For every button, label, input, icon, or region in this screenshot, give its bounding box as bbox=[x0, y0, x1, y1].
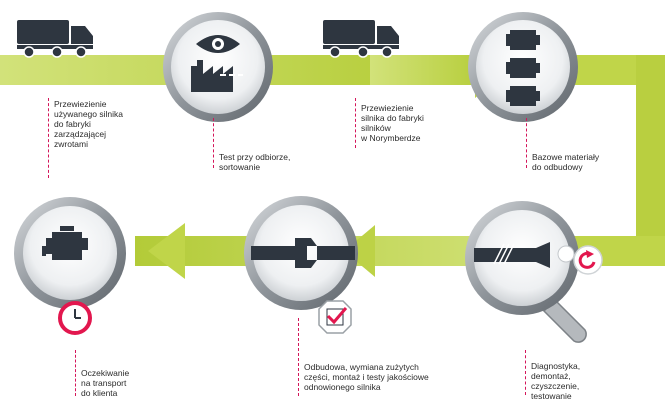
step-4-connector bbox=[526, 118, 527, 168]
step-6-connector bbox=[298, 318, 299, 396]
engine-clock-icon bbox=[14, 197, 126, 309]
step-4-label: Bazowe materiały do odbudowy bbox=[532, 152, 600, 172]
truck-icon bbox=[17, 20, 93, 58]
checkmark-icon bbox=[318, 300, 352, 334]
wrench-icon bbox=[244, 196, 358, 310]
truck-icon bbox=[323, 20, 399, 58]
step-3-label: Przewiezienie silnika do fabryki silnikó… bbox=[361, 103, 424, 143]
eye-factory-icon bbox=[163, 12, 273, 122]
step-1-connector bbox=[48, 98, 49, 178]
magnifier-icon bbox=[465, 201, 587, 343]
step-6-label: Odbudowa, wymiana zużytych części, monta… bbox=[304, 362, 429, 392]
clock-icon bbox=[58, 301, 92, 335]
refresh-icon bbox=[573, 245, 603, 275]
step-3-connector bbox=[355, 98, 356, 148]
step-7-connector bbox=[75, 350, 76, 396]
engines-stack-icon bbox=[468, 12, 578, 122]
step-5-connector bbox=[525, 350, 526, 395]
step-2-label: Test przy odbiorze, sortowanie bbox=[219, 152, 291, 172]
step-2-connector bbox=[213, 118, 214, 168]
step-5-label: Diagnostyka, demontaż, czyszczenie, test… bbox=[531, 361, 581, 399]
step-7-label: Oczekiwanie na transport do klienta bbox=[81, 368, 130, 398]
step-1-label: Przewiezienie używanego silnika do fabry… bbox=[54, 99, 123, 149]
